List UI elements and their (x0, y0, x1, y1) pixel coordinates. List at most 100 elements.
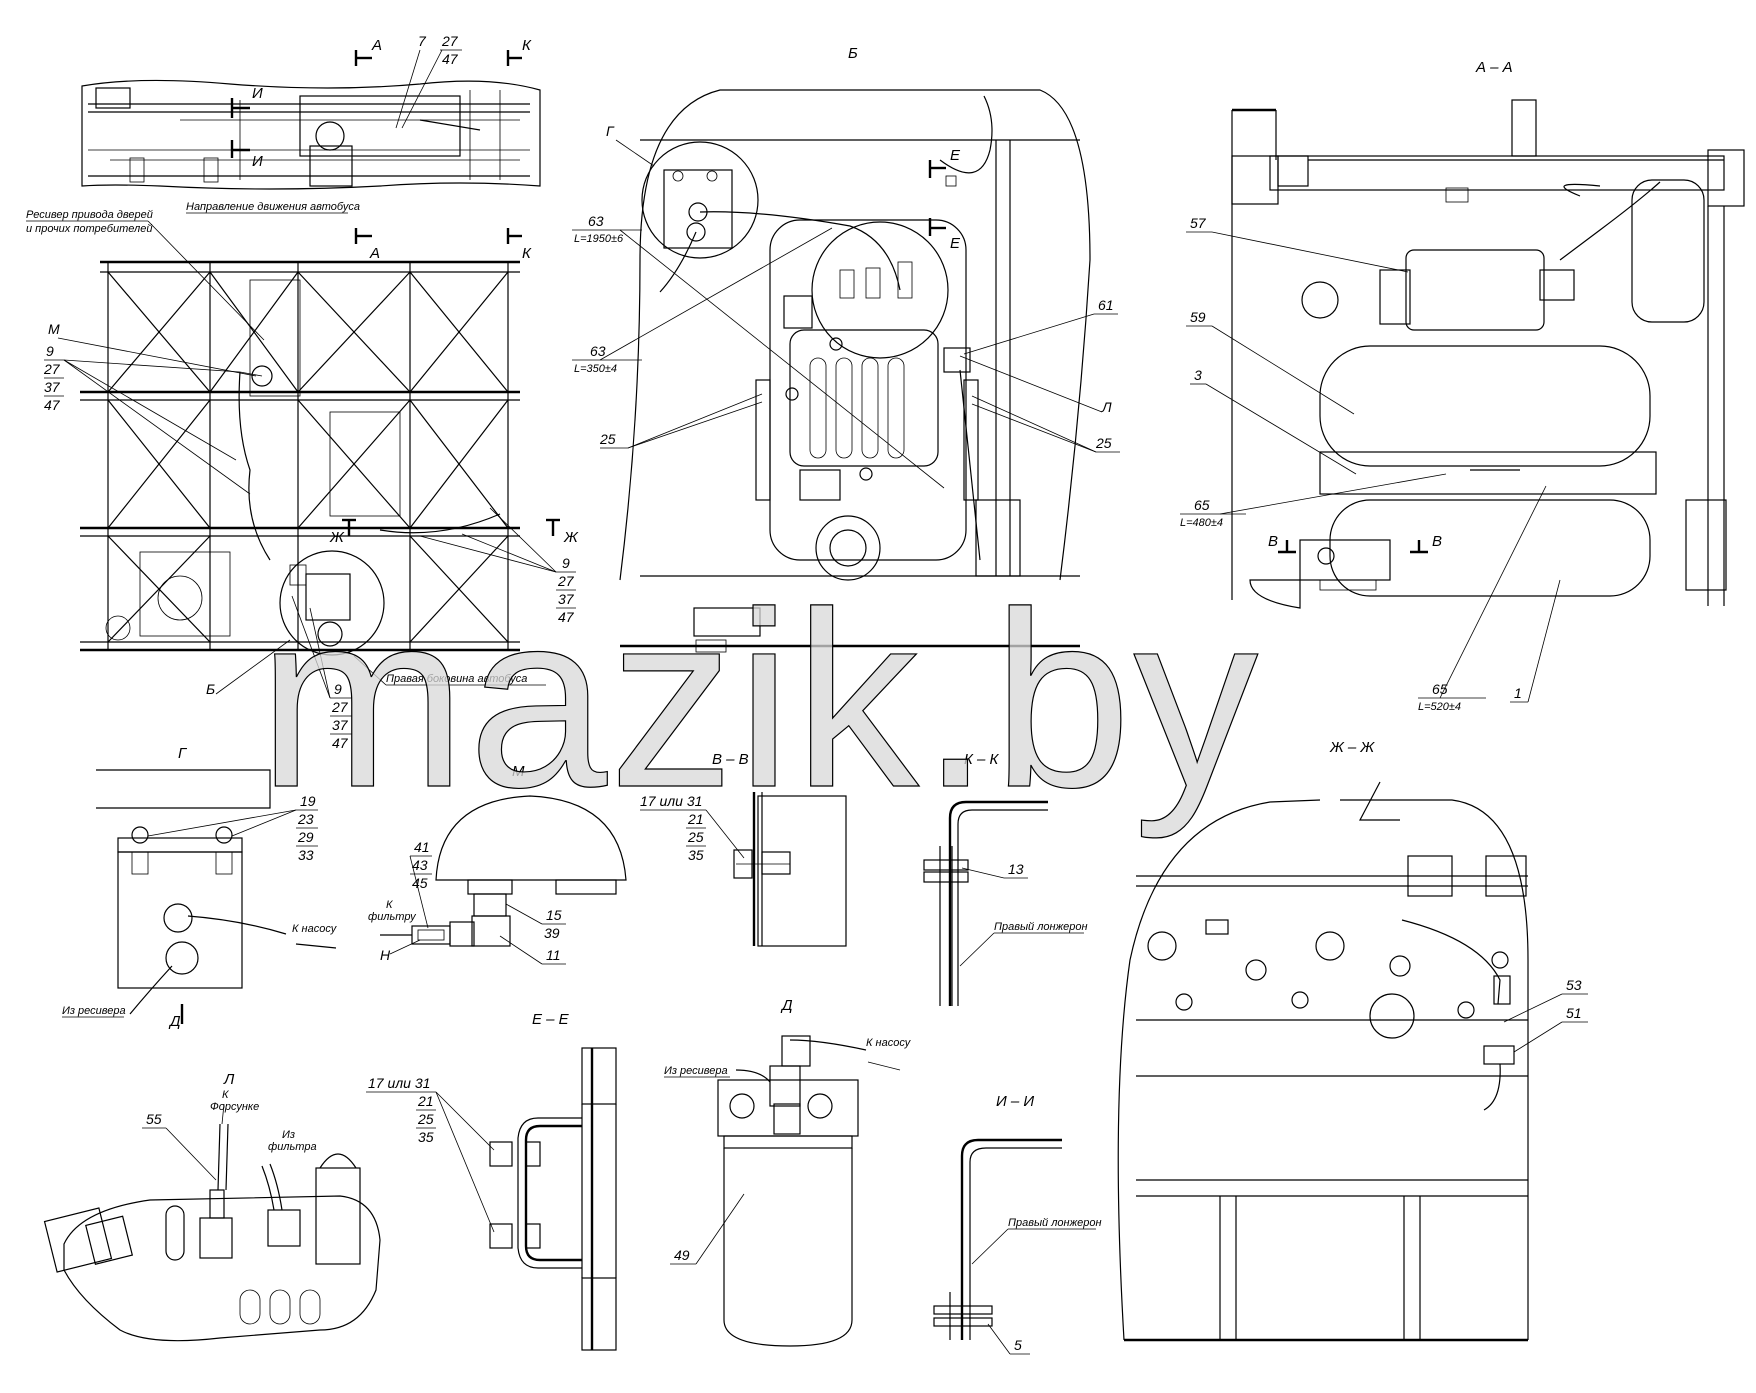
callout-17-group-ee: 17 или 31 21 25 35 (366, 1075, 495, 1233)
note-direction-text: Направление движения автобуса (186, 201, 360, 213)
view-vv-title: В – В (712, 751, 749, 768)
callout-35-ee: 35 (418, 1129, 434, 1145)
view-ii-title: И – И (996, 1093, 1034, 1110)
mark-v-label-2: В (1432, 533, 1442, 550)
callout-63-long: 63 L=1950±6 (572, 213, 945, 489)
callout-33: 33 (298, 847, 314, 863)
mark-a-label: А (371, 37, 382, 54)
note-h: Н (380, 947, 391, 963)
callout-27-bottom: 27 (331, 699, 349, 715)
callout-59: 59 (1186, 309, 1355, 415)
callout-l: Л (1101, 399, 1112, 415)
callout-m: М (48, 321, 60, 337)
callout-19-group: 19 23 29 33 (147, 793, 318, 863)
note-from-filter-l-2: фильтра (268, 1141, 317, 1153)
note-receiver-line1: Ресивер привода дверей (26, 209, 153, 221)
callout-m-group: М 9 27 37 47 (43, 321, 257, 495)
callout-51-label: 51 (1566, 1005, 1582, 1021)
callout-23: 23 (297, 811, 314, 827)
note-right-spar-ii-text: Правый лонжерон (1008, 1217, 1102, 1229)
callout-55-label: 55 (146, 1111, 162, 1127)
note-from-receiver-d: Из ресивера (664, 1065, 730, 1078)
callout-51: 51 (1513, 1005, 1588, 1053)
callout-15-group: 15 39 (505, 903, 566, 941)
callout-49-label: 49 (674, 1247, 690, 1263)
callout-43: 43 (412, 857, 428, 873)
section-mark-e: Е Е (928, 147, 961, 252)
view-ee-title: Е – Е (532, 1011, 570, 1028)
view-g-title: Г (178, 745, 188, 762)
callout-g-view-b: Г (606, 123, 655, 167)
section-mark-k-top: К (506, 37, 532, 66)
note-to-pump-d: К насосу (866, 1037, 912, 1071)
mark-i-label: И (252, 85, 263, 102)
section-mark-k-mid: К (506, 228, 532, 262)
note-from-receiver-d-text: Из ресивера (664, 1065, 728, 1077)
note-right-spar-ii: Правый лонжерон (971, 1217, 1102, 1265)
callout-9-group-right: 9 27 37 47 (419, 507, 576, 625)
note-to-pump-g-text: К насосу (292, 923, 338, 935)
callout-9-group-bottom: 9 27 37 47 (291, 595, 352, 751)
callout-1-label: 1 (1514, 685, 1522, 701)
note-right-side-text: Правая боковина автобуса (386, 673, 527, 685)
note-to-filter-m-2: фильтру (368, 911, 417, 923)
callout-9-right: 9 (562, 555, 570, 571)
view-aa-title: А – А (1475, 59, 1513, 76)
callout-65-a-length: L=480±4 (1180, 517, 1223, 529)
callout-57-label: 57 (1190, 215, 1207, 231)
callout-27-right: 27 (557, 573, 575, 589)
callout-13-label: 13 (1008, 861, 1024, 877)
view-aa (1231, 99, 1745, 609)
callout-9-bottom: 9 (334, 681, 342, 697)
callout-15: 15 (546, 907, 562, 923)
mark-v-label: В (1268, 533, 1278, 550)
callout-13: 13 (961, 861, 1028, 879)
note-direction: Направление движения автобуса (186, 201, 360, 214)
callout-63-a-length: L=1950±6 (574, 233, 624, 245)
view-vv (733, 792, 847, 947)
callout-5: 5 (987, 1323, 1030, 1355)
overview-top-strip (81, 79, 541, 190)
callout-65-b-length: L=520±4 (1418, 701, 1461, 713)
callout-61: 61 Л (959, 297, 1118, 415)
callout-37-left: 37 (44, 379, 61, 395)
view-ii (933, 1138, 1062, 1340)
note-to-filter-m: К фильтру (368, 899, 417, 923)
mark-k-label: К (522, 37, 532, 54)
view-b-title: Б (848, 45, 858, 62)
note-from-filter-l: Из фильтра (268, 1129, 317, 1153)
watermark-logo: mazik.by (258, 560, 1260, 839)
callout-27: 27 (441, 33, 459, 49)
callout-65-a: 65 (1194, 497, 1210, 513)
callout-11: 11 (499, 935, 566, 965)
callout-b-left: Б (206, 639, 291, 697)
view-zhzh (1117, 781, 1529, 1342)
section-mark-a-top: А (354, 37, 382, 66)
callout-59-label: 59 (1190, 309, 1206, 325)
callout-47: 47 (442, 51, 459, 67)
callout-47-bottom: 47 (332, 735, 349, 751)
callout-21-vv: 21 (687, 811, 704, 827)
view-l (43, 1123, 381, 1342)
mark-e-label: Е (950, 147, 961, 164)
note-from-filter-l-1: Из (282, 1129, 295, 1141)
section-mark-v: В В (1268, 533, 1442, 554)
note-to-pump-d-text: К насосу (866, 1037, 912, 1049)
view-kk-title: К – К (964, 751, 1000, 768)
callout-g: Г (606, 123, 615, 139)
callout-53: 53 (1503, 977, 1588, 1023)
view-m (380, 795, 627, 947)
callout-41-group: 41 43 45 (409, 839, 432, 929)
callout-29: 29 (297, 829, 314, 845)
mark-a-label-2: А (369, 245, 380, 262)
callout-45: 45 (412, 875, 428, 891)
callout-19: 19 (300, 793, 316, 809)
callout-65-bottom: 65 L=520±4 (1418, 485, 1547, 713)
callout-65-top: 65 L=480±4 (1180, 473, 1447, 529)
callout-7-27-47: 7 27 47 (395, 33, 462, 129)
callout-63-b-length: L=350±4 (574, 363, 617, 375)
callout-27-left: 27 (43, 361, 61, 377)
callout-25-a: 25 (599, 431, 616, 447)
callout-63-a: 63 (588, 213, 604, 229)
callout-47-left: 47 (44, 397, 61, 413)
